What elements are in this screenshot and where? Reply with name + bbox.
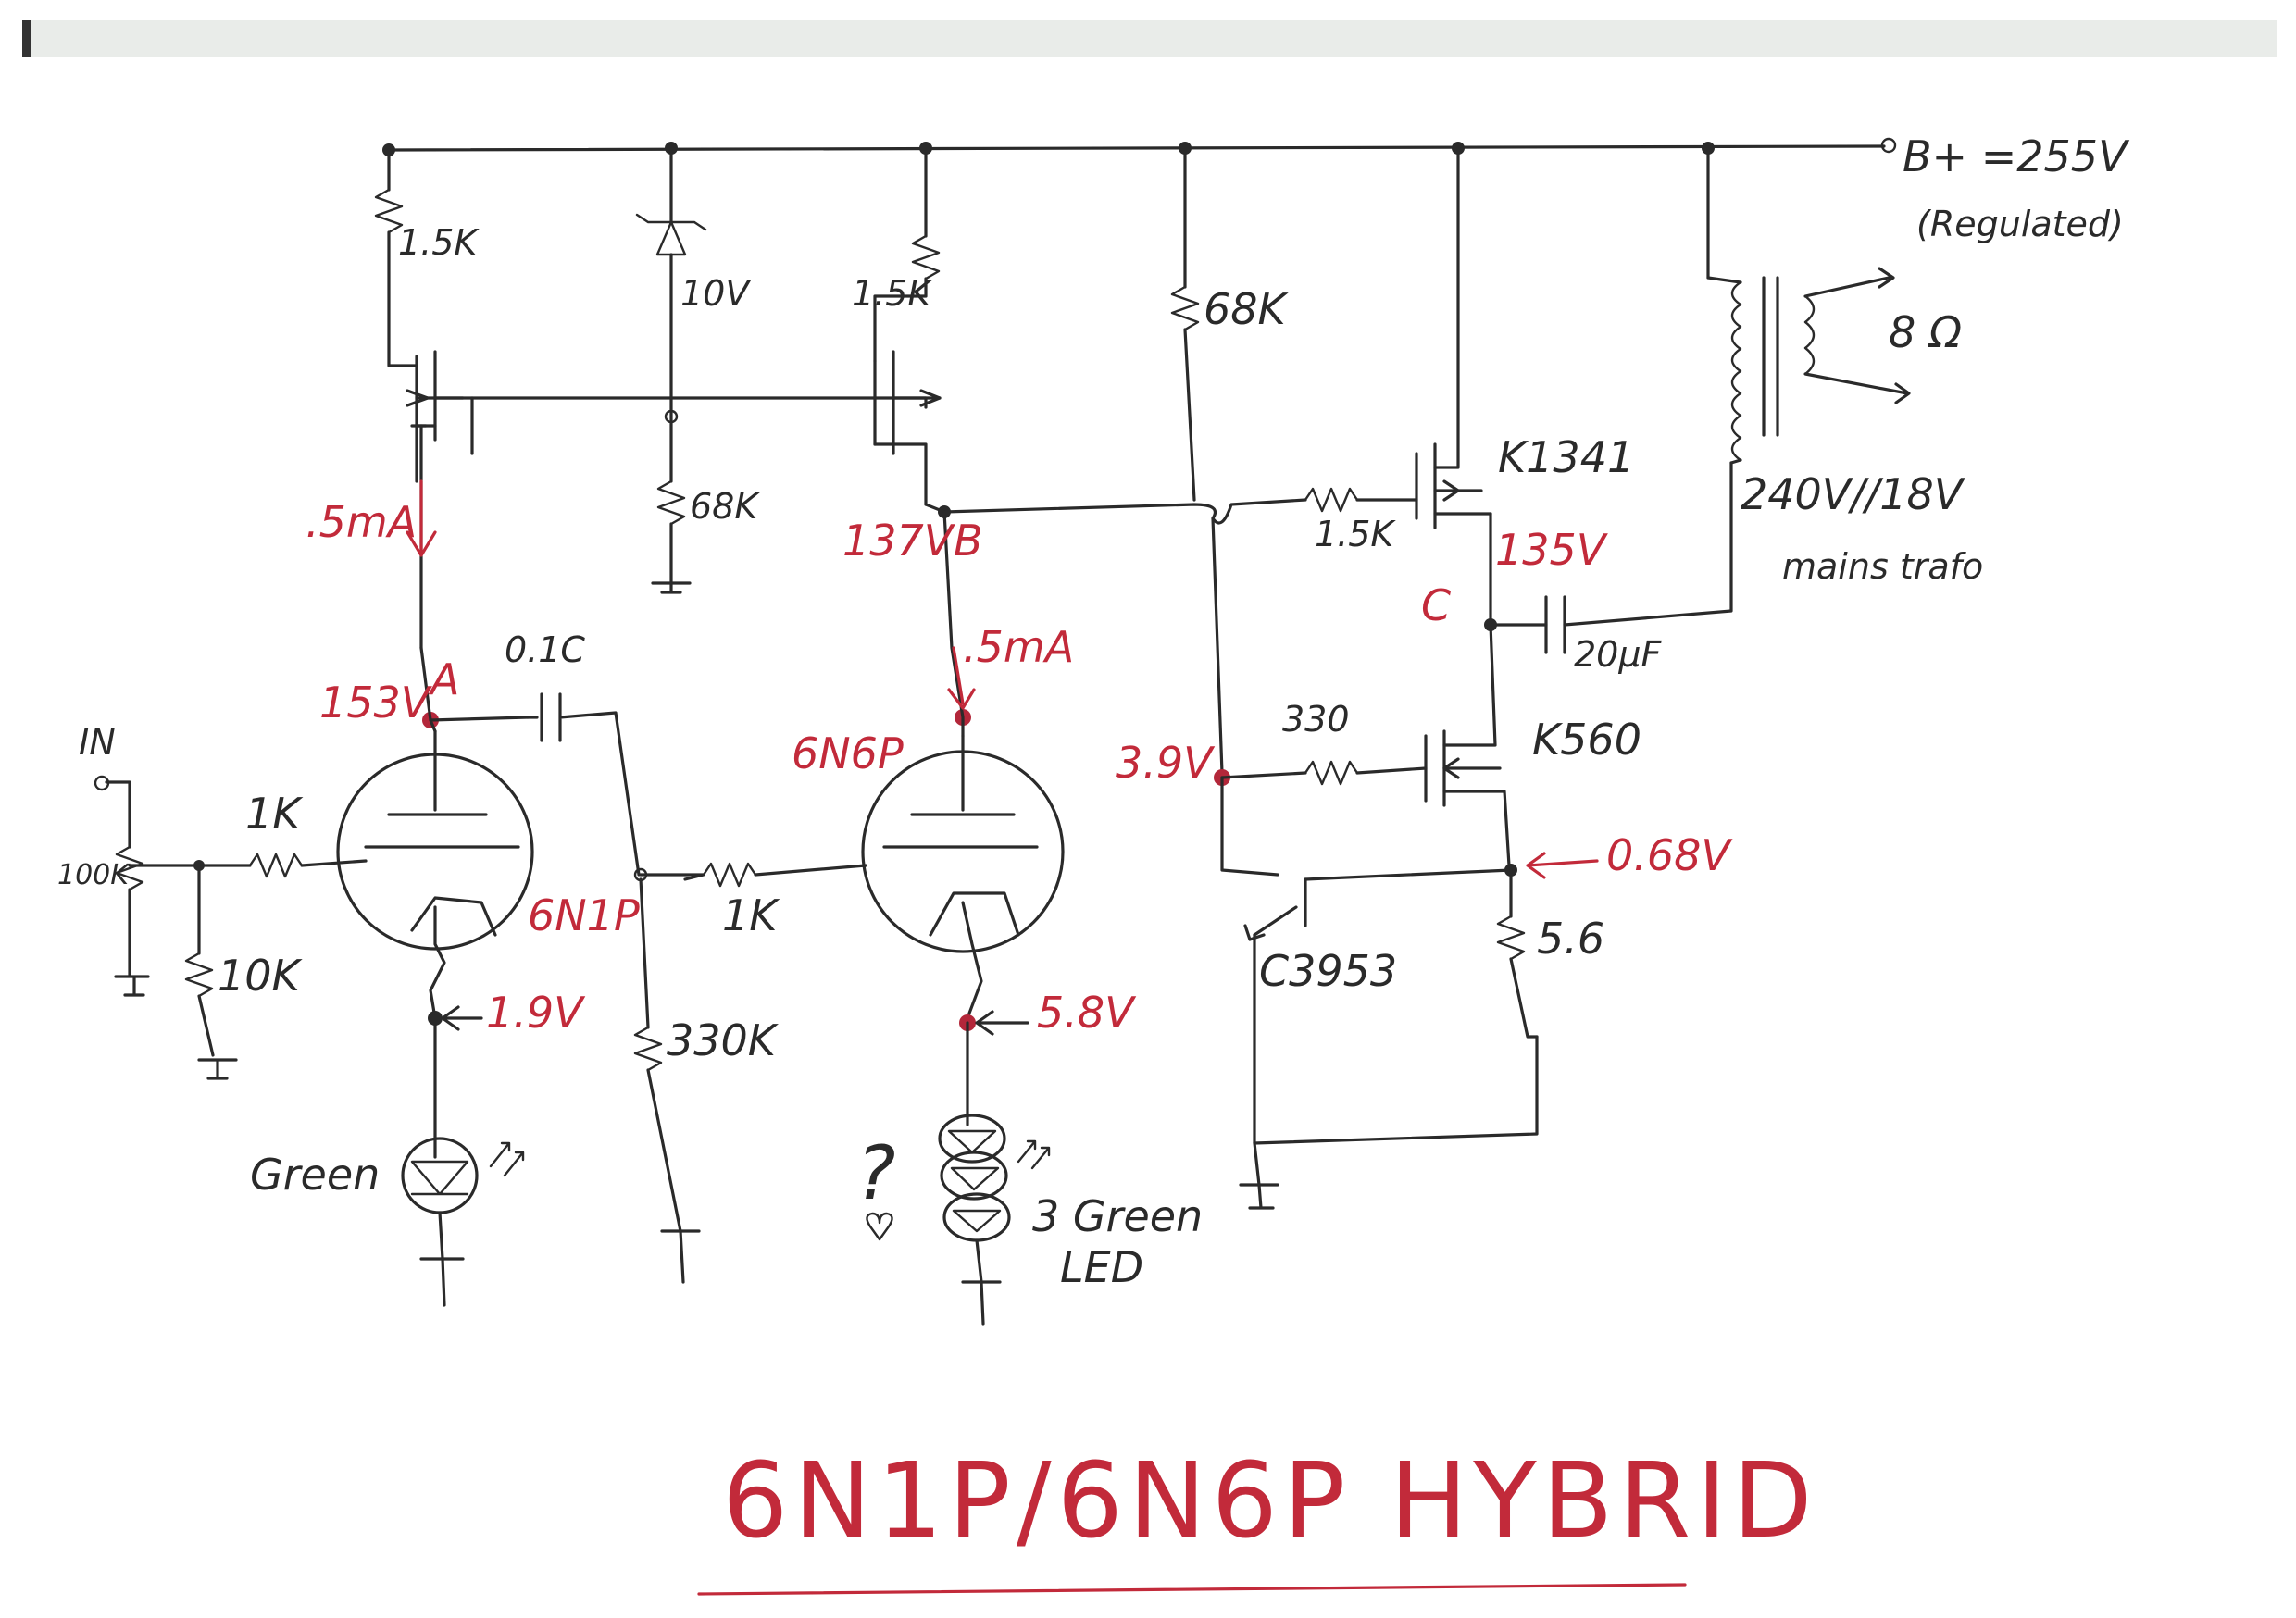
label-trafo-ratio: 240V//18V <box>1741 469 1966 519</box>
label-tube-6n6p: 6N6P <box>792 728 904 778</box>
label-node-b-voltage: 137V <box>842 516 956 566</box>
scan-edge-mark <box>22 20 31 57</box>
resistor-1k5-gate <box>1304 487 1359 513</box>
resistor-1k5-mid <box>911 234 941 280</box>
label-transistor: C3953 <box>1259 946 1397 996</box>
arrow-source-v <box>1526 852 1599 879</box>
zener-10v <box>635 213 707 256</box>
input-terminal <box>94 775 110 791</box>
label-speaker: 8 Ω <box>1889 307 1962 357</box>
label-cathode2-v: 5.8V <box>1037 988 1137 1038</box>
label-question: ? <box>856 1130 895 1216</box>
label-r-68k-right: 68K <box>1204 284 1290 334</box>
resistor-68k-mid <box>656 479 686 526</box>
b-plus-terminal <box>1880 137 1897 154</box>
label-r-330: 330 <box>1282 699 1350 740</box>
arrow-cathode-2 <box>975 1010 1029 1036</box>
label-source-v: 0.68V <box>1606 830 1733 880</box>
label-k1341: K1341 <box>1498 432 1634 482</box>
label-led-stack-2: LED <box>1060 1242 1143 1292</box>
heart-icon <box>866 1212 893 1241</box>
page-title: 6N1P/6N6P HYBRID <box>722 1441 1818 1562</box>
label-node-a: A <box>428 654 459 704</box>
transformer-secondary <box>1803 294 1816 376</box>
label-current-b: .5mA <box>963 622 1074 672</box>
transformer-primary <box>1730 280 1742 462</box>
b-plus-rail <box>387 144 1886 152</box>
resistor-100k <box>115 845 144 891</box>
label-supply: B+ =255V <box>1903 131 2130 181</box>
label-supply-note: (Regulated) <box>1916 204 2124 244</box>
scan-edge-bar <box>28 20 2277 57</box>
resistor-330 <box>1304 760 1359 786</box>
label-r-10k: 10K <box>218 951 304 1001</box>
resistor-68k-right <box>1170 285 1200 331</box>
labels: 1.5K 10V 1.5K 68K 68K K1341 1.5K 240V//1… <box>57 131 2130 1562</box>
led-green-1 <box>401 1137 479 1214</box>
wiring <box>94 137 1911 1596</box>
label-r-grid: 1K <box>245 789 304 839</box>
label-output-cap: 20μF <box>1574 634 1663 675</box>
label-zener: 10V <box>680 273 752 314</box>
label-r-330k: 330K <box>667 1015 780 1065</box>
resistor-1k5-left <box>374 188 404 234</box>
label-r-68k-mid: 68K <box>690 486 760 527</box>
label-node-39v: 3.9V <box>1116 738 1216 788</box>
label-current-a: .5mA <box>306 497 417 547</box>
label-input: IN <box>79 722 116 763</box>
capacitor-coupling <box>526 692 641 877</box>
label-r-top-mid: 1.5K <box>852 273 933 314</box>
title-underline <box>697 1583 1687 1596</box>
label-led1: Green <box>250 1150 380 1200</box>
label-r-grid2: 1K <box>722 890 780 940</box>
label-node-a-voltage: 153V <box>319 678 433 728</box>
resistor-1k-grid2 <box>702 862 757 888</box>
label-r-top-left: 1.5K <box>398 222 480 263</box>
label-node-b: B <box>954 516 983 566</box>
arrow-current-b <box>947 646 976 710</box>
resistor-1k-grid <box>248 853 304 878</box>
label-r-input: 100K <box>57 859 131 891</box>
label-node-c: C <box>1421 580 1451 630</box>
resistor-330k <box>633 1026 663 1072</box>
capacitor-20uf <box>1544 595 1566 654</box>
label-trafo-name: mains trafo <box>1782 546 1983 587</box>
label-coupling-cap: 0.1C <box>505 629 585 670</box>
label-r-gate: 1.5K <box>1315 514 1396 554</box>
label-led-stack: 3 Green <box>1032 1191 1203 1241</box>
arrow-cathode-1 <box>441 1005 483 1031</box>
gate-rail <box>470 396 928 409</box>
label-cathode1-v: 1.9V <box>486 988 586 1038</box>
label-r-5-6: 5.6 <box>1537 914 1604 964</box>
arrow-current-a <box>406 479 437 557</box>
resistor-10k <box>184 952 214 998</box>
node-b-wire <box>942 498 1307 525</box>
resistor-5-6 <box>1496 915 1526 961</box>
label-tube-6n1p: 6N1P <box>528 890 640 940</box>
label-node-c-voltage: 135V <box>1495 525 1609 575</box>
label-k560: K560 <box>1532 715 1641 765</box>
led-stack-3-green <box>938 1114 1051 1242</box>
